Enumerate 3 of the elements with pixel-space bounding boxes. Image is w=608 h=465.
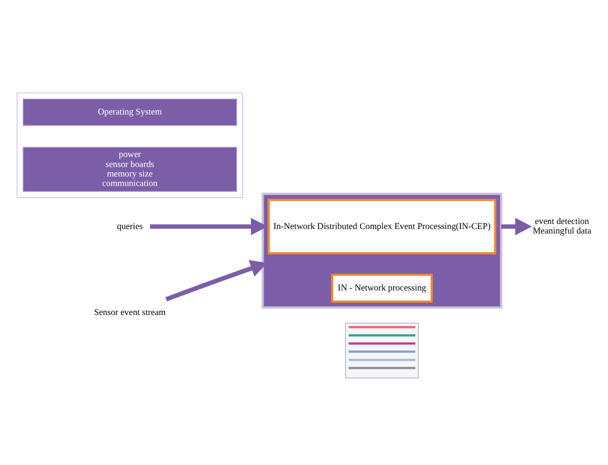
node-text: Sensor event stream — [94, 306, 166, 317]
node-text: queries — [117, 220, 143, 231]
node-text: event detection Meaningful data — [532, 216, 592, 236]
